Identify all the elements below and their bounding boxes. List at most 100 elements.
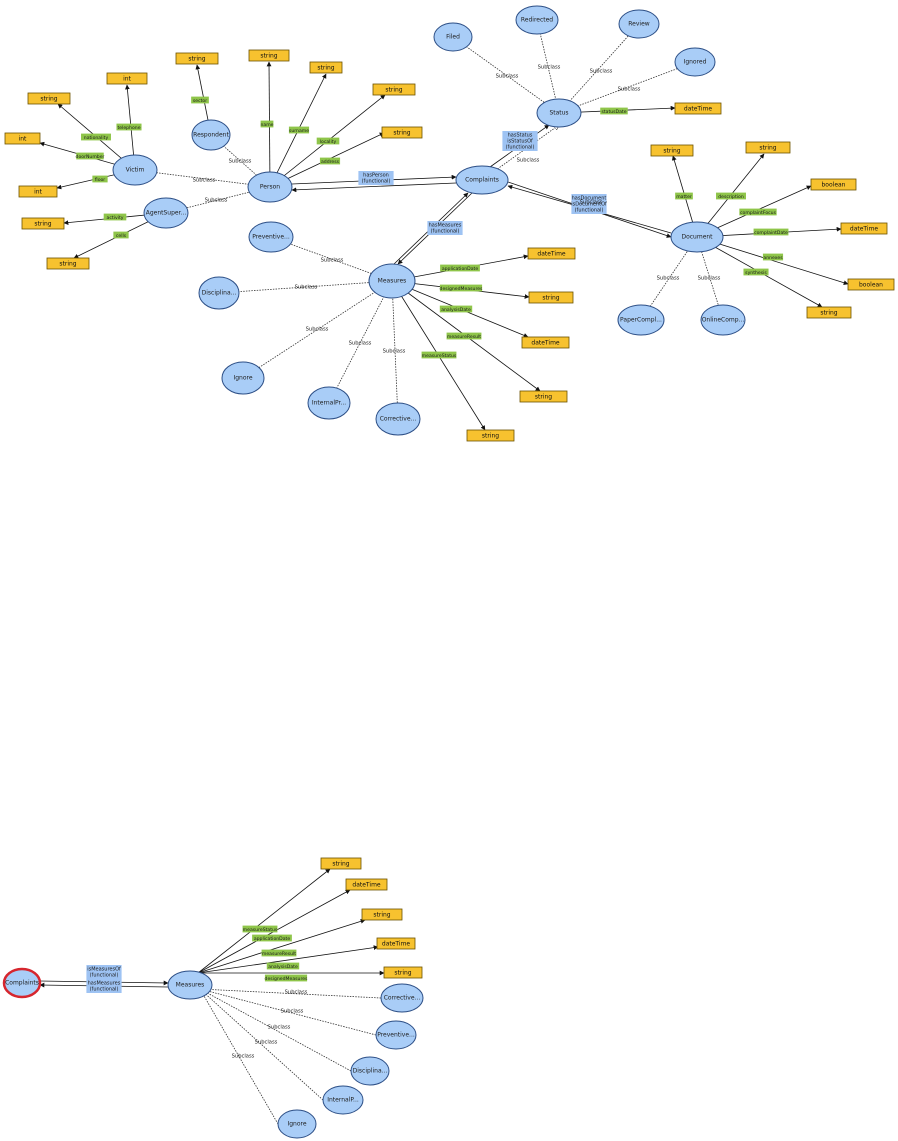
datatype-compfocus_t[interactable]: boolean — [810, 178, 857, 191]
datatype-compdate_t[interactable]: dateTime — [840, 222, 888, 235]
subclass-label-top-1: Subclass — [538, 65, 561, 71]
top-compdate_t-box — [840, 222, 888, 235]
datatype-appdate_t[interactable]: dateTime — [345, 878, 388, 891]
bottom-relation-ismeasuresof-bg — [86, 965, 122, 979]
datatype-annexes_t[interactable]: boolean — [847, 278, 895, 291]
subclass-label-top-11: Subclass — [306, 327, 329, 333]
datatype-analysis_t[interactable]: dateTime — [376, 937, 416, 950]
top-agent-label: AgentSuper... — [146, 210, 187, 217]
bottom-subclass-edge-preventive — [200, 989, 377, 1036]
bottom-subclass-edge-ignore — [200, 989, 279, 1125]
top-synthesis_t-box — [806, 306, 852, 319]
class-node-online[interactable]: OnlineComp... — [700, 304, 746, 336]
subclass-edge-redirected-status — [536, 19, 559, 113]
subclass-edge-victim-person — [134, 169, 270, 187]
class-node-person[interactable]: Person — [247, 171, 293, 203]
class-node-redirected[interactable]: Redirected — [515, 5, 559, 35]
class-node-preventive[interactable]: Preventive... — [248, 221, 294, 253]
class-node-internal[interactable]: InternalP... — [322, 1085, 364, 1115]
datatype-statusdate_t[interactable]: dateTime — [674, 102, 722, 115]
datatype-address_t[interactable]: string — [381, 126, 423, 139]
top-statusdate_t-text: dateTime — [684, 106, 713, 113]
datatype-result_t[interactable]: string — [361, 908, 403, 921]
datatype-synthesis_t[interactable]: string — [806, 306, 852, 319]
top-redirected-ellipse — [515, 5, 559, 35]
datatype-nationality_t[interactable]: string — [27, 92, 71, 105]
datatype-doornumber_t[interactable]: int — [4, 132, 41, 145]
datatype-result_t[interactable]: string — [519, 390, 568, 403]
datatype-mstatus_t[interactable]: string — [320, 857, 362, 870]
relation-hasstatus-line-0: hasStatus — [508, 133, 533, 139]
bottom-mstatus_t-text: string — [332, 861, 349, 868]
class-node-preventive[interactable]: Preventive... — [375, 1020, 417, 1050]
top-status-ellipse — [536, 98, 582, 128]
datatype-mstatus_t[interactable]: string — [466, 429, 515, 442]
bottom-analysis_t-text: dateTime — [382, 941, 411, 948]
class-node-review[interactable]: Review — [618, 9, 660, 39]
edge-complaints-person — [291, 182, 457, 193]
property-label-statusdate: statusDate — [601, 109, 626, 115]
relation-hasdocument-line-1: isDocumentOf — [571, 202, 607, 208]
property-label-analysis: analysisDate — [441, 307, 471, 313]
class-node-respondent[interactable]: Respondent — [191, 119, 231, 151]
class-node-filed[interactable]: Filed — [433, 22, 473, 52]
bottom-relation-hasmeasures-bg — [86, 979, 122, 993]
datatype-cells_t[interactable]: string — [46, 257, 90, 270]
class-node-measures[interactable]: Measures — [167, 970, 213, 1000]
property-label-nationality-bg — [81, 133, 111, 141]
subclass-label-top-0: Subclass — [496, 74, 519, 80]
subclass-edge-filed-status — [452, 36, 559, 113]
datatype-surname_t[interactable]: string — [309, 61, 343, 74]
class-node-disciplinary[interactable]: Disciplina... — [198, 276, 240, 310]
datatype-analysis_t[interactable]: dateTime — [521, 336, 570, 349]
class-node-complaints[interactable]: Complaints — [2, 967, 42, 999]
class-node-paper[interactable]: PaperCompl... — [617, 304, 665, 336]
subclass-label-top-5: Subclass — [193, 178, 216, 184]
top-telephone_t-box — [106, 72, 148, 85]
property-label-compfocus: complaintFocus — [740, 210, 777, 216]
top-name_t-box — [248, 49, 290, 62]
top-internal-ellipse — [307, 386, 351, 420]
bottom-complaints-label: Complaints — [5, 980, 39, 987]
class-node-corrective[interactable]: Corrective... — [375, 402, 421, 436]
top-matter_t-box — [650, 144, 694, 157]
relation-hasperson-line-1: (functional) — [362, 179, 391, 185]
class-node-measures[interactable]: Measures — [368, 263, 416, 299]
datatype-locality_t[interactable]: string — [372, 83, 416, 96]
class-node-victim[interactable]: Victim — [112, 154, 158, 186]
class-node-disciplinary[interactable]: Disciplina... — [350, 1056, 390, 1086]
bottom-result_t-box — [361, 908, 403, 921]
bottom-corrective-label: Corrective... — [384, 995, 421, 1002]
top-victim-label: Victim — [126, 167, 145, 174]
class-node-status[interactable]: Status — [536, 98, 582, 128]
bottom-subclass-label-4: Subclass — [232, 1054, 255, 1060]
datatype-telephone_t[interactable]: int — [106, 72, 148, 85]
class-node-agent[interactable]: AgentSuper... — [143, 197, 189, 229]
property-label-surname-bg — [288, 126, 310, 134]
top-ignored-label: Ignored — [684, 59, 707, 66]
class-node-ignore[interactable]: Ignore — [277, 1109, 317, 1139]
class-node-internal[interactable]: InternalPr... — [307, 386, 351, 420]
datatype-description_t[interactable]: string — [745, 141, 791, 154]
class-node-ignore[interactable]: Ignore — [221, 361, 265, 395]
bottom-internal-label: InternalP... — [327, 1097, 359, 1104]
datatype-matter_t[interactable]: string — [650, 144, 694, 157]
top-online-ellipse — [700, 304, 746, 336]
datatype-sector_t[interactable]: string — [175, 52, 219, 65]
class-node-document[interactable]: Document — [670, 221, 724, 253]
datatype-designed_t[interactable]: string — [383, 966, 423, 979]
top-nationality_t-box — [27, 92, 71, 105]
datatype-appdate_t[interactable]: dateTime — [527, 247, 576, 260]
datatype-designed_t[interactable]: string — [528, 291, 574, 304]
datatype-floor_t[interactable]: int — [18, 185, 58, 198]
datatype-activity_t[interactable]: string — [21, 217, 65, 230]
top-complaints-ellipse — [455, 165, 509, 195]
class-node-ignored[interactable]: Ignored — [674, 47, 716, 77]
subclass-edge-complaints-status — [481, 125, 559, 181]
class-node-complaints[interactable]: Complaints — [455, 165, 509, 195]
class-node-corrective[interactable]: Corrective... — [380, 983, 424, 1013]
top-cells_t-text: string — [59, 261, 76, 268]
datatype-name_t[interactable]: string — [248, 49, 290, 62]
top-activity_t-text: string — [34, 221, 51, 228]
